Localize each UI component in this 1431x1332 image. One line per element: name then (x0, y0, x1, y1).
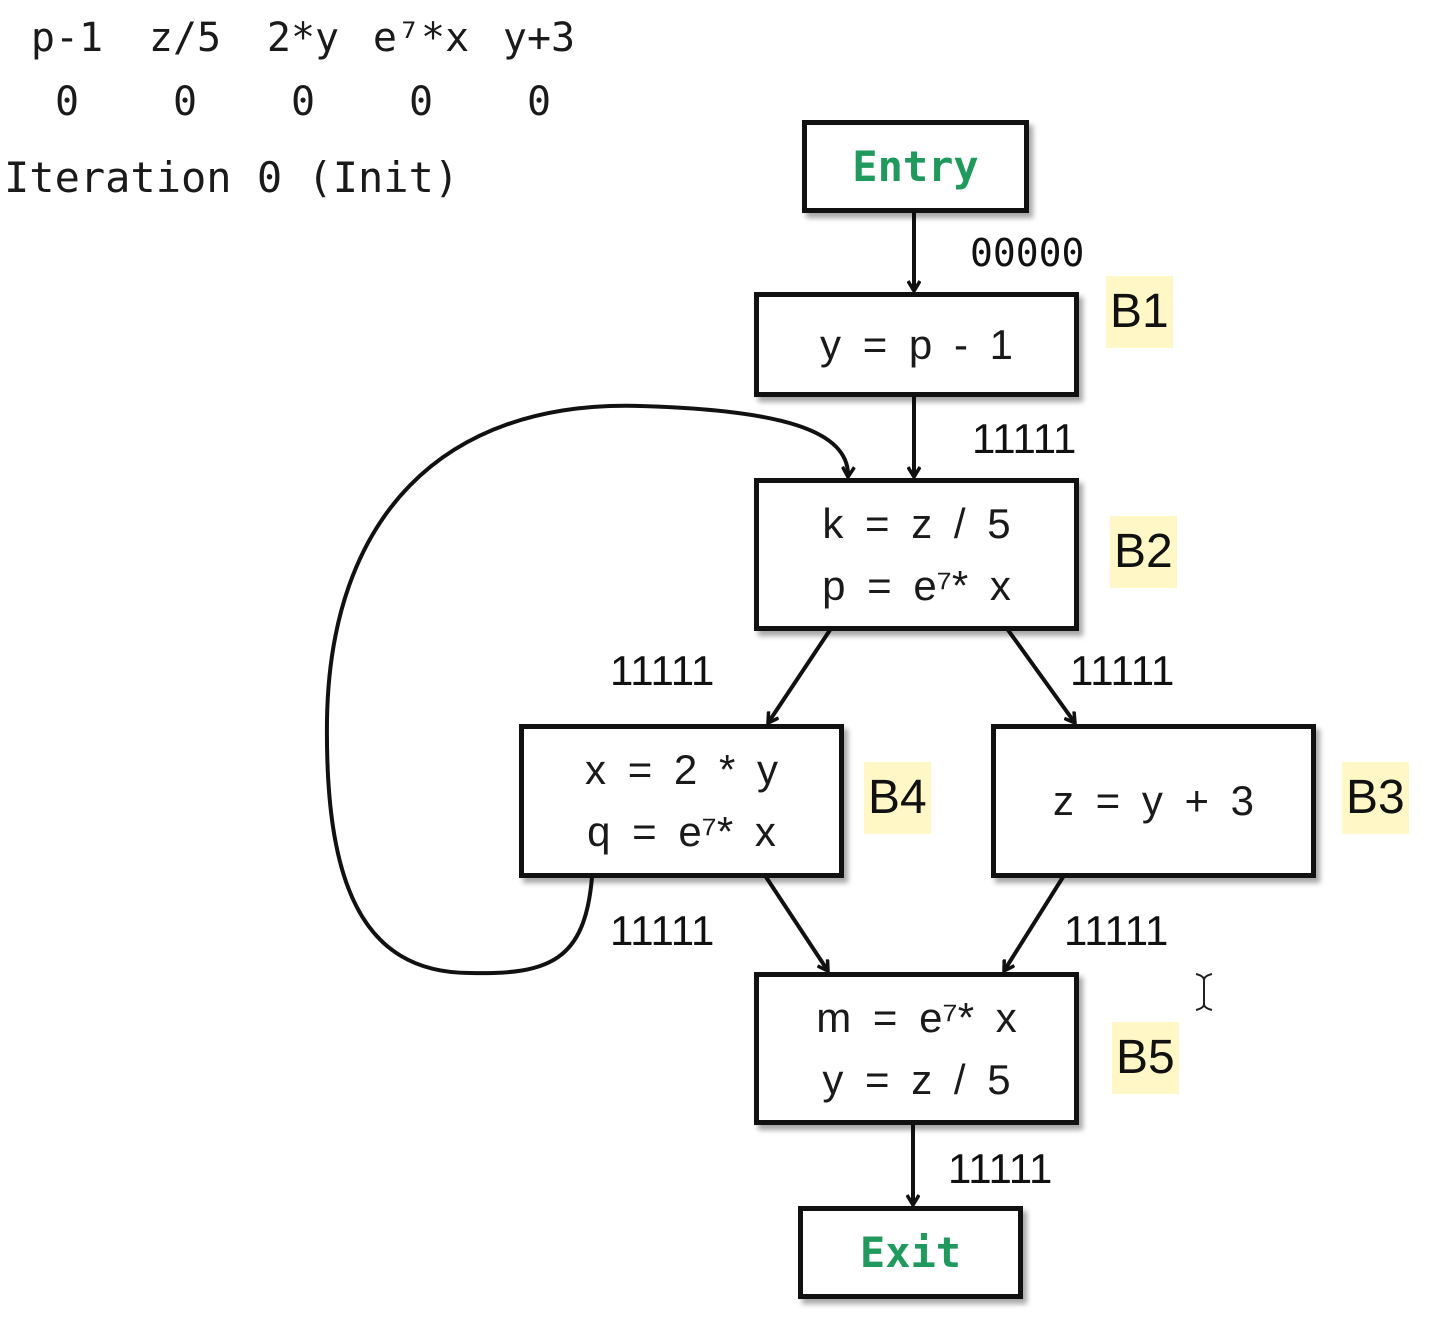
edge-b4-b2-loop (324, 403, 848, 976)
b5-stmt-2: y = z / 5 (822, 1055, 1011, 1103)
bit-vector-row: 0 0 0 0 0 (8, 76, 598, 128)
expr-p-minus-1: p-1 (30, 15, 104, 61)
b5-stmt-1: m = e⁷* x (816, 993, 1017, 1041)
bit-4: 0 (526, 79, 552, 125)
b4-stmt-1: x = 2 * y (585, 746, 778, 793)
expr-z-div-5: z/5 (148, 15, 222, 61)
edge-label-b3-b5: 11111 (1064, 907, 1169, 954)
edge-b2-b3 (1006, 628, 1075, 723)
bit-1: 0 (172, 79, 198, 125)
expr-e7-times-x: e⁷*x (372, 15, 470, 61)
text-ibeam-cursor-icon (1195, 973, 1213, 1011)
edge-label-b2-b4: 11111 (610, 647, 715, 694)
block-b4: x = 2 * y q = e⁷* x (519, 724, 844, 878)
b2-stmt-1: k = z / 5 (822, 499, 1011, 547)
edge-label-b1-b2: 11111 (972, 415, 1077, 462)
edge-label-b4-b5: 11111 (610, 907, 715, 954)
block-label-b1: B1 (1106, 276, 1173, 348)
edge-b4-b5 (764, 875, 828, 971)
entry-label: Entry (852, 141, 979, 191)
edge-label-b5-exit: 11111 (948, 1145, 1053, 1192)
exit-label: Exit (859, 1227, 962, 1277)
bit-0: 0 (54, 79, 80, 125)
block-b1: y = p - 1 (754, 292, 1079, 397)
block-b2: k = z / 5 p = e⁷* x (754, 478, 1079, 631)
expression-header: p-1 z/5 2*y e⁷*x y+3 (8, 12, 598, 64)
entry-node: Entry (802, 120, 1029, 213)
block-b5: m = e⁷* x y = z / 5 (754, 972, 1079, 1125)
edge-b2-b4 (768, 628, 832, 723)
iteration-label: Iteration 0 (Init) (4, 153, 460, 202)
bit-2: 0 (290, 79, 316, 125)
b2-stmt-2: p = e⁷* x (822, 561, 1011, 609)
block-label-b3: B3 (1342, 762, 1409, 834)
edge-label-b2-b3: 11111 (1070, 647, 1175, 694)
block-label-b2: B2 (1110, 516, 1177, 588)
b4-stmt-2: q = e⁷* x (587, 808, 776, 855)
expr-y-plus-3: y+3 (502, 15, 576, 61)
exit-node: Exit (798, 1206, 1023, 1299)
block-b3: z = y + 3 (991, 724, 1316, 878)
bit-3: 0 (408, 79, 434, 125)
expr-2-times-y: 2*y (266, 15, 340, 61)
b1-stmt-1: y = p - 1 (820, 320, 1013, 368)
b3-stmt-1: z = y + 3 (1052, 777, 1255, 824)
block-label-b4: B4 (864, 762, 931, 834)
edge-label-entry-b1: 00000 (970, 231, 1085, 275)
edge-b3-b5 (1004, 875, 1065, 971)
block-label-b5: B5 (1112, 1022, 1179, 1094)
